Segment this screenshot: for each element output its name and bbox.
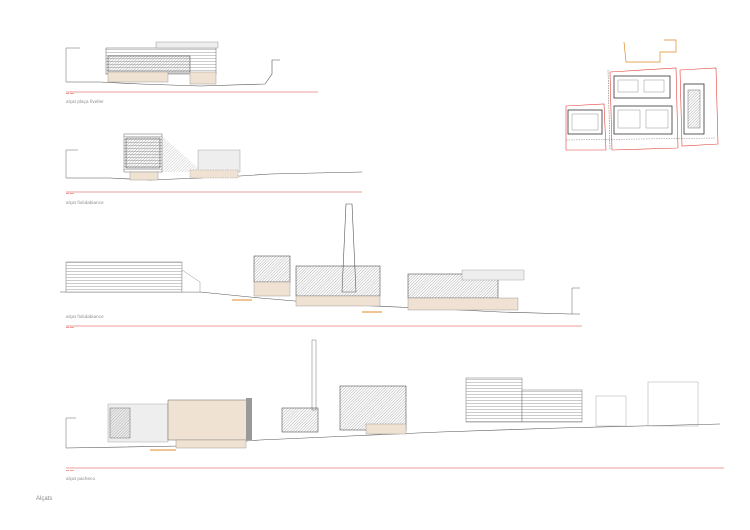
elevation-4-chimney: [311, 339, 317, 411]
section-1-tag: *** ****: [66, 93, 74, 96]
section-4-tag: *** ****: [66, 470, 74, 473]
section-2-tag: *** ****: [66, 193, 74, 196]
elevation-4: [65, 339, 724, 469]
section-1-title: alçat plaça fiveller: [66, 99, 104, 104]
elevation-1: [65, 41, 318, 93]
elevation-2: [65, 133, 363, 193]
section-4-title: alçat pacheco: [66, 476, 96, 481]
site-plan: [565, 39, 719, 151]
sheet-footer-title: Alçats: [36, 496, 53, 502]
section-3-tag: *** ****: [66, 327, 74, 330]
elevation-3: [60, 203, 582, 327]
elevation-1-facade: [107, 71, 169, 83]
section-3-title: alçat fiolidabiance: [66, 314, 104, 319]
elevation-4-facade: [167, 399, 249, 441]
section-2-title: alçat fiolidabiance: [66, 200, 104, 205]
elevation-1-ground: [66, 59, 280, 87]
elevation-3-left-building: [65, 261, 183, 293]
